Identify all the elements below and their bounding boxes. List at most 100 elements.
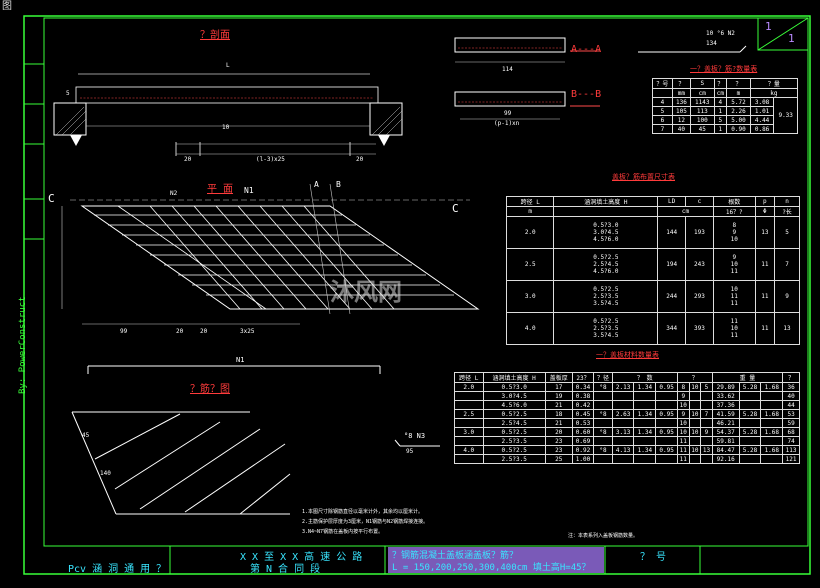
table-cell: 0.38 [571, 391, 595, 401]
table-cell: 12 [671, 115, 691, 125]
table-unit: cm [713, 88, 728, 98]
table-cell: 0.90 [726, 124, 751, 134]
table-cell: 44 [782, 400, 800, 410]
table-cell: 11 10 11 [712, 312, 756, 345]
table-cell: °8 [593, 445, 613, 455]
table-cell: 0.95 [655, 382, 678, 392]
table-header-cell: ？ [782, 372, 800, 383]
table-cell: 0.5?3.0 3.0?4.5 4.5?6.0 [553, 216, 659, 249]
table-cell: 40 [782, 391, 800, 401]
table-row: ？号 ？ S ？ ？ ？量 [652, 78, 799, 89]
table-cell: 5.28 [738, 427, 762, 437]
table-header-cell: ？径 [593, 372, 613, 383]
table-cell: 9 [677, 391, 690, 401]
dim-spacing: (l-3)x25 [256, 156, 285, 163]
watermark: 沐风网 [330, 278, 402, 306]
table-cell: 23 [544, 436, 573, 446]
cad-canvas[interactable]: 沐风网 By: PowerConstruct 1 1 ？剖面 平 面 ？筋？图 … [0, 14, 820, 588]
table-cell: 5.28 [738, 445, 762, 455]
table-cell: 92.16 [711, 454, 740, 464]
table-cell: 23 [544, 445, 573, 455]
table-cell [738, 454, 762, 464]
table-cell: 0.60 [571, 427, 595, 437]
plan-dim-0: 99 [120, 328, 128, 335]
table-cell: 10 [677, 400, 690, 410]
table-cell: 244 [657, 280, 687, 313]
table-cell: 59 [782, 418, 800, 428]
note-1: 1.本图尺寸除钢筋直径以毫米计外，其余均以厘米计。 [302, 509, 424, 515]
section-title: ？剖面 [200, 30, 230, 41]
table-cell [633, 454, 657, 464]
table-cell: 4 [652, 97, 673, 107]
table-header-cell: S [689, 78, 715, 89]
table-cell: 7 [700, 409, 713, 419]
table-cell [454, 400, 484, 410]
table-cell [611, 418, 635, 428]
table-cell: 3.0?4.5 [482, 391, 546, 401]
table-cell: 74 [782, 436, 800, 446]
table-cell: 54.37 [711, 427, 740, 437]
table-cell: 1.00 [571, 454, 595, 464]
table-cell: 1 [713, 106, 728, 116]
table-cell [593, 418, 613, 428]
table-cell: 19 [544, 391, 573, 401]
b-mark: B [336, 180, 341, 189]
table-cell: 121 [782, 454, 800, 464]
table-cell: 0.34 [571, 382, 595, 392]
table-cell: 46.21 [711, 418, 740, 428]
table-cell: °8 [593, 382, 613, 392]
n3-note: °8 N3 [404, 432, 426, 440]
table-cell: 2.5?4.5 [482, 418, 546, 428]
table-cell: 0.53 [571, 418, 595, 428]
title-spec: L = 150,200,250,300,400cm 填土高H=45？ [392, 563, 591, 573]
table-cell: 2.63 [611, 409, 635, 419]
table-cell: 344 [657, 312, 687, 345]
table-cell [738, 436, 762, 446]
table-cell [652, 88, 673, 98]
dim-20a: 20 [184, 156, 192, 163]
table-cell: 293 [685, 280, 714, 313]
table-cell: 5.00 [726, 115, 751, 125]
table-header-cell: n [774, 196, 800, 207]
n3-len: 95 [406, 448, 414, 455]
table-cell: 193 [685, 216, 714, 249]
table-cell: 11 [677, 454, 690, 464]
table-cell: 10 [677, 418, 690, 428]
table-header-cell: 重 量 [711, 372, 784, 383]
table-cell: 10 [688, 409, 702, 419]
table-cell: 0.5?2.5 [482, 409, 546, 419]
table-cell: 21 [544, 418, 573, 428]
dim-L: L [226, 62, 230, 69]
table-cell: 0.5?2.5 2.5?3.5 3.5?4.5 [553, 312, 659, 345]
n1-label: N1 [244, 186, 254, 195]
table-qty: 跨径 L 涵洞填土高度 H 盖板厚 23？ ？径 ？ 数 ？ 重 量 ？ 2.0… [454, 372, 800, 464]
table-cell: 0.95 [655, 427, 678, 437]
table-header-cell: ？ [671, 78, 691, 89]
table-cell: 3.0 [454, 427, 484, 437]
table-cell: 10 11 11 [712, 280, 756, 313]
window-title-bar: 图 [0, 0, 820, 14]
table-cell: 84.47 [711, 445, 740, 455]
table-dim-title: 盖板？筋布置尺寸表 [612, 173, 675, 181]
title-section: 第 N 合 同 段 [250, 564, 321, 575]
table-cell [611, 454, 635, 464]
table-cell: 45 [689, 124, 715, 134]
table-cell: 0.86 [749, 124, 775, 134]
table-cell: 11 [754, 280, 776, 313]
note-3: 3.N4~N7钢筋在盖板内按平行布置。 [302, 529, 384, 535]
sheet-number-bottom: 1 [788, 32, 795, 45]
table-cell: 0.5?2.5 2.5?3.5 3.5?4.5 [553, 280, 659, 313]
table-cell [655, 391, 678, 401]
table-unit: ?长 [774, 206, 800, 217]
table-cell [454, 391, 484, 401]
table-cell: 1.34 [633, 427, 657, 437]
table-cell: 2.5?3.5 [482, 436, 546, 446]
table-header-cell: 根数 [712, 196, 756, 207]
table-cell: 8 [677, 382, 690, 392]
aa-label: A---A [571, 44, 602, 55]
